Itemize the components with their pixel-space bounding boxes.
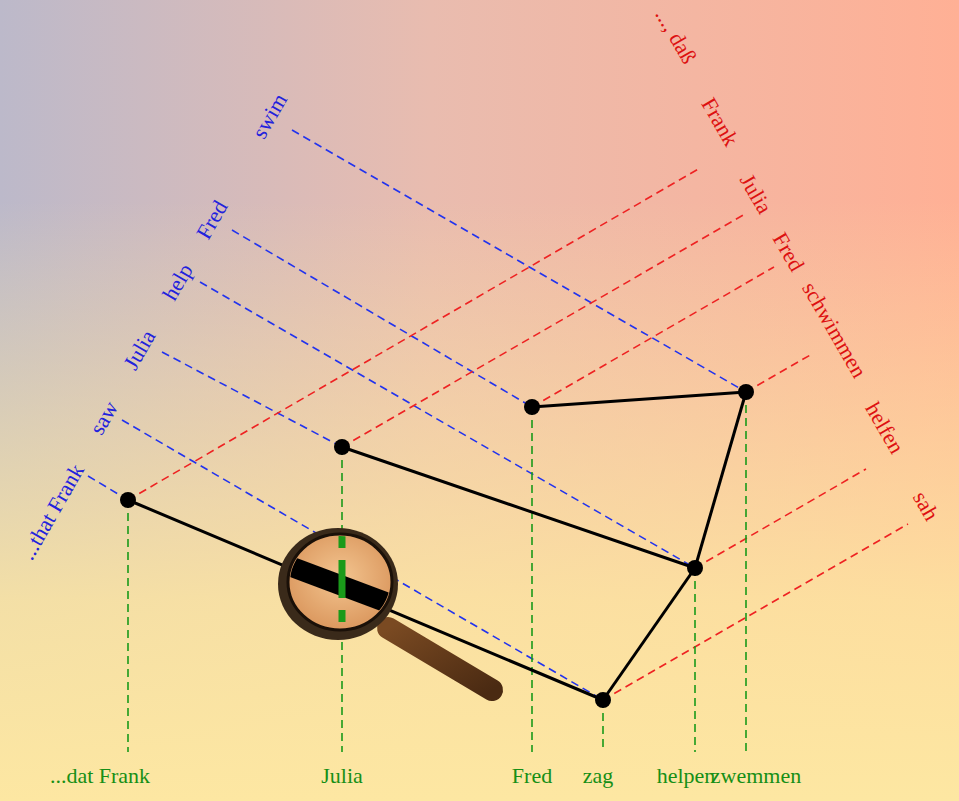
crossing-dependencies <box>128 392 746 700</box>
german-word: schwimmen <box>798 278 870 381</box>
word-dots <box>120 384 754 708</box>
english-word: Julia <box>120 327 160 374</box>
german-dependency-lines <box>128 168 908 700</box>
german-word: Frank <box>698 94 743 149</box>
dutch-word: zwemmen <box>711 765 801 787</box>
dutch-word: zag <box>583 765 614 787</box>
dutch-word: Julia <box>321 765 363 787</box>
english-word: saw <box>86 398 122 439</box>
english-word: Fred <box>192 197 231 243</box>
dutch-word: helpen <box>657 765 716 787</box>
german-word: sah <box>909 488 943 524</box>
english-word: help <box>159 260 197 304</box>
german-word: ..., daß <box>652 5 701 67</box>
magnifying-glass <box>260 528 492 690</box>
dutch-word: ...dat Frank <box>50 765 150 787</box>
german-word: Fred <box>768 229 807 275</box>
english-word: swim <box>249 90 292 142</box>
german-word: Julia <box>736 171 776 218</box>
english-word: ...that Frank <box>16 460 88 563</box>
english-dependency-lines <box>88 130 746 700</box>
dutch-dependency-lines <box>128 392 746 752</box>
dutch-word: Fred <box>512 765 552 787</box>
german-word: helfen <box>861 399 908 458</box>
